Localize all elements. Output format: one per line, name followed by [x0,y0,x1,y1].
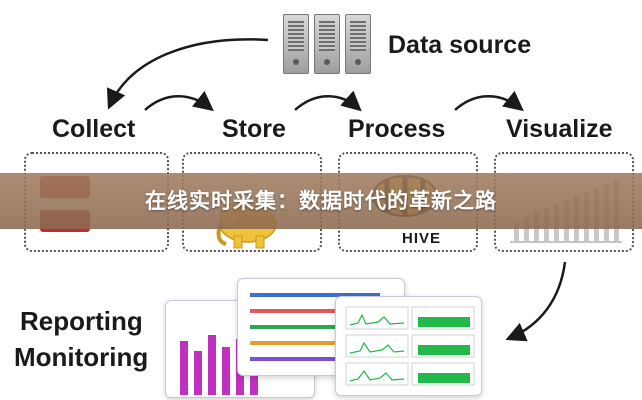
monitoring-label: Monitoring [14,342,149,372]
title-banner [0,173,642,229]
arrow-process-to-visualize [454,90,524,112]
reporting-label: Reporting [20,306,143,336]
server-icon [283,14,309,74]
server-icon [345,14,371,74]
arrow-collect-to-store [144,90,214,112]
monitor-graphs-icon [345,306,475,386]
progress-line [250,325,375,329]
arrow-store-to-process [294,90,362,112]
server-icon [314,14,340,74]
stage-label-visualize: Visualize [506,115,613,143]
data-source-label: Data source [388,31,532,59]
progress-line [250,293,380,297]
progress-line [250,357,365,361]
hive-logo-text: HIVE [402,230,442,247]
arrow-source-to-collect [106,38,269,110]
progress-line [250,309,360,313]
arrow-visualize-to-reporting [505,261,567,342]
stage-label-process: Process [348,115,446,143]
monitoring-panel [335,296,482,396]
progress-line [250,341,345,345]
stage-label-collect: Collect [52,115,136,143]
banner-title: 在线实时采集：数据时代的革新之路 [145,189,497,213]
stage-label-store: Store [222,115,286,143]
